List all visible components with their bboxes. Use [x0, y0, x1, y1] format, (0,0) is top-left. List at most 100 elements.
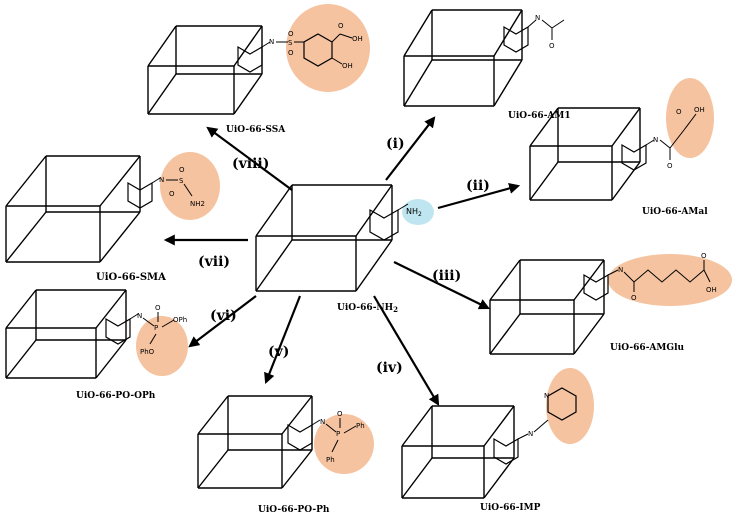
atom-label: O [169, 190, 175, 198]
step-vi: (vi) [210, 308, 237, 324]
atom-label: N [653, 136, 658, 144]
atom-label: OH [352, 35, 363, 43]
benzene-ring [287, 423, 313, 451]
product-ssa: N S O O OH O OH UiO-66-SSA [147, 4, 370, 135]
atom-label: NH2 [190, 200, 205, 208]
atom-label: N [137, 312, 142, 320]
bond-line [611, 161, 641, 201]
bond-line [261, 41, 271, 48]
atom-label: O [288, 49, 294, 57]
step-iv: (iv) [376, 360, 403, 376]
center-label: UiO-66-NH2 [337, 303, 398, 314]
bond-line [489, 259, 521, 301]
bond-line [5, 289, 127, 379]
atom-label: OH [706, 286, 717, 294]
bond-line [339, 33, 353, 39]
bond-line [129, 313, 139, 320]
bond-line [489, 313, 521, 355]
bond-line [147, 73, 177, 115]
bond-line [183, 183, 193, 197]
atom-label: OH [694, 106, 705, 114]
atom-label: N [528, 430, 533, 438]
atom-label: O [701, 252, 707, 260]
arrow-iv [373, 295, 440, 406]
atom-label: UiO-66-NH [337, 303, 394, 313]
atom-label: O [179, 166, 185, 174]
bond-line [541, 19, 553, 29]
bond-line [325, 423, 337, 433]
imp-label: UiO-66-IMP [480, 503, 541, 513]
product-amal: N O O OH UiO-66-AMal [529, 78, 714, 217]
step-iii: (iii) [432, 268, 461, 284]
atom-label: N [159, 176, 164, 184]
atom-label: P [154, 324, 158, 332]
ssa-label: UiO-66-SSA [226, 125, 286, 135]
bond-line [573, 259, 605, 301]
bond-line [233, 25, 263, 67]
center-amine-group: NH2 [406, 207, 422, 218]
bond-line [331, 439, 339, 453]
bond-line [5, 155, 141, 263]
bond-line [197, 395, 313, 489]
bond-line [149, 333, 157, 345]
benzene-ring [503, 25, 529, 53]
arrow-i [385, 116, 436, 181]
bond-line [403, 59, 433, 107]
amglu-label: UiO-66-AMGlu [610, 343, 684, 353]
benzene-ring [621, 143, 647, 171]
bond-line [401, 405, 515, 499]
atom-label: O [676, 108, 682, 116]
atom-label: PhO [140, 348, 155, 356]
bond-line [493, 59, 523, 107]
bond-line [397, 203, 409, 211]
bond-line [233, 73, 263, 115]
atom-label: NH [406, 207, 418, 216]
am1-label: UiO-66-AM1 [508, 111, 571, 121]
arrow-ii [437, 183, 521, 210]
bond-line [645, 139, 655, 146]
bond-line [573, 313, 605, 355]
bond-line [529, 107, 641, 201]
amine-highlight [402, 199, 434, 225]
atom-label: OPh [173, 316, 187, 324]
atom-label: Ph [326, 456, 335, 464]
bond-line [489, 259, 605, 355]
bond-line [529, 107, 559, 147]
atom-label: 2 [418, 211, 422, 218]
bond-line [403, 9, 523, 107]
bond-line [483, 405, 515, 447]
bond-line [331, 57, 343, 65]
sma-label: UiO-66-SMA [96, 272, 166, 283]
step-ii: (ii) [466, 178, 490, 194]
atom-label: O [337, 410, 343, 418]
atom-label: O [338, 22, 344, 30]
bond-line [5, 211, 47, 263]
bond-line [551, 19, 565, 29]
bond-line [95, 339, 127, 379]
bond-line [659, 139, 671, 149]
center-cube [255, 184, 393, 292]
bond-line [683, 113, 697, 131]
arrow-viii [206, 126, 293, 191]
step-vii: (vii) [198, 254, 230, 270]
atom-label: O [549, 42, 555, 50]
bond-line [147, 25, 177, 67]
bond-line [197, 449, 229, 489]
step-viii: (viii) [232, 156, 269, 172]
sma-highlight [160, 152, 220, 220]
bond-line [669, 129, 685, 149]
bond-line [401, 405, 433, 447]
bond-line [197, 395, 229, 435]
product-amglu: N O O OH UiO-66-AMGlu [489, 252, 732, 355]
product-sma: N S O O NH2 UiO-66-SMA [5, 152, 220, 283]
poop-highlight [136, 316, 188, 376]
bond-line [95, 289, 127, 329]
bond-line [281, 449, 313, 489]
atom-label: N [269, 38, 274, 46]
bond-line [703, 269, 711, 283]
atom-label: 2 [393, 305, 398, 314]
atom-label: OH [342, 62, 353, 70]
step-i: (i) [386, 136, 405, 152]
bond-line [161, 319, 175, 328]
